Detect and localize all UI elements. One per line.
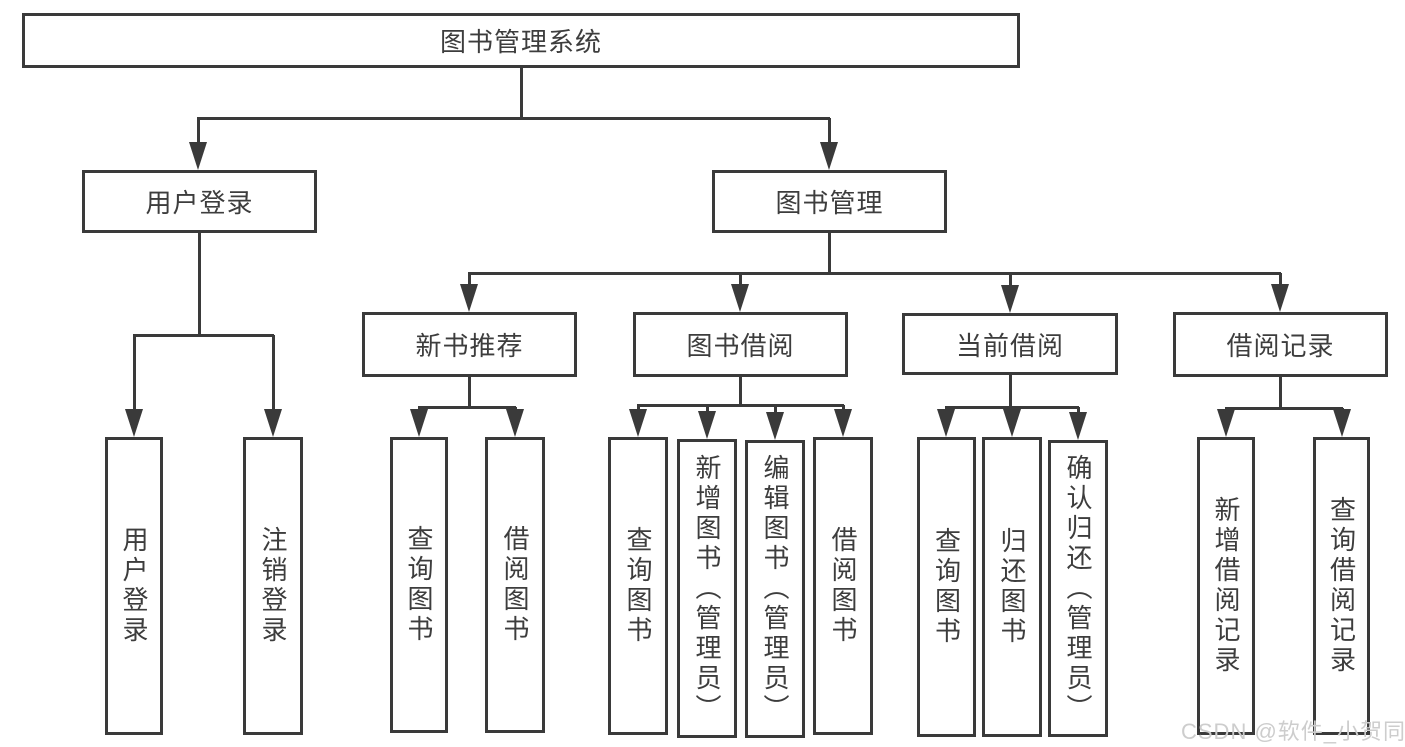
connector-arrow-shaft xyxy=(1279,273,1282,288)
arrowhead-down-icon xyxy=(189,142,207,170)
node-leaf-user-login: 用户登录 xyxy=(105,437,163,735)
node-leaf-query-books-3: 查询图书 xyxy=(917,437,976,737)
connector-arrow-shaft xyxy=(197,118,200,146)
node-leaf-add-book: 新增图书（管理员） xyxy=(677,439,737,738)
node-label: 新增图书（管理员） xyxy=(692,453,722,724)
node-label: 借阅图书 xyxy=(828,526,858,646)
arrowhead-down-icon xyxy=(1271,284,1289,312)
node-label: 查询图书 xyxy=(623,526,653,646)
arrowhead-down-icon xyxy=(834,409,852,437)
connector-hline xyxy=(468,272,1281,275)
arrowhead-down-icon xyxy=(766,412,784,440)
node-leaf-query-books-2: 查询图书 xyxy=(608,437,668,735)
arrowhead-down-icon xyxy=(506,409,524,437)
node-user-login: 用户登录 xyxy=(82,170,317,233)
node-leaf-edit-book: 编辑图书（管理员） xyxy=(745,440,805,738)
connector-arrow-shaft xyxy=(828,118,831,146)
node-new-book-recommend: 新书推荐 xyxy=(362,312,577,377)
connector-vline xyxy=(828,233,831,275)
node-label: 编辑图书（管理员） xyxy=(760,454,790,724)
watermark: CSDN @软件_小贺同学 xyxy=(1181,719,1405,744)
arrowhead-down-icon xyxy=(629,409,647,437)
node-label: 图书借阅 xyxy=(686,331,795,361)
arrowhead-down-icon xyxy=(1333,409,1351,437)
node-leaf-borrow-books-2: 借阅图书 xyxy=(813,437,873,735)
arrowhead-down-icon xyxy=(264,409,282,437)
node-book-management: 图书管理 xyxy=(712,170,947,233)
node-leaf-borrow-books-1: 借阅图书 xyxy=(485,437,545,733)
connector-hline xyxy=(418,406,516,409)
connector-vline xyxy=(198,233,201,337)
node-leaf-query-books-1: 查询图书 xyxy=(390,437,448,733)
node-label: 借阅记录 xyxy=(1226,331,1335,361)
node-current-borrowing: 当前借阅 xyxy=(902,313,1118,375)
arrowhead-down-icon xyxy=(820,142,838,170)
node-leaf-add-borrow-rec: 新增借阅记录 xyxy=(1197,437,1255,735)
connector-arrow-shaft xyxy=(1009,273,1012,289)
node-leaf-query-borrow-rec: 查询借阅记录 xyxy=(1313,437,1370,735)
node-label: 借阅图书 xyxy=(500,525,530,645)
connector-vline xyxy=(520,68,523,120)
node-label: 查询借阅记录 xyxy=(1326,496,1357,676)
node-leaf-confirm-return: 确认归还（管理员） xyxy=(1048,440,1108,737)
node-book-borrowing: 图书借阅 xyxy=(633,312,848,377)
node-label: 用户登录 xyxy=(119,526,149,646)
connector-arrow-shaft xyxy=(272,335,275,413)
node-system-root: 图书管理系统 xyxy=(22,13,1020,68)
arrowhead-down-icon xyxy=(1001,285,1019,313)
arrowhead-down-icon xyxy=(1003,409,1021,437)
connector-arrow-shaft xyxy=(468,273,471,288)
connector-arrow-shaft xyxy=(774,405,777,416)
node-label: 归还图书 xyxy=(997,527,1027,647)
arrowhead-down-icon xyxy=(460,284,478,312)
connector-arrow-shaft xyxy=(1077,407,1080,416)
node-leaf-logout: 注销登录 xyxy=(243,437,303,735)
node-label: 用户登录 xyxy=(145,188,254,218)
arrowhead-down-icon xyxy=(937,409,955,437)
connector-vline xyxy=(468,377,471,409)
arrowhead-down-icon xyxy=(1069,412,1087,440)
node-leaf-return-book: 归还图书 xyxy=(982,437,1042,737)
connector-vline xyxy=(739,377,742,407)
node-label: 注销登录 xyxy=(258,526,288,646)
arrowhead-down-icon xyxy=(125,409,143,437)
node-label: 查询图书 xyxy=(404,525,434,645)
node-label: 当前借阅 xyxy=(955,330,1064,361)
node-label: 图书管理系统 xyxy=(439,27,602,57)
node-label: 图书管理 xyxy=(775,188,884,218)
node-label: 新增借阅记录 xyxy=(1211,496,1241,676)
arrowhead-down-icon xyxy=(698,411,716,439)
connector-vline xyxy=(1009,375,1012,409)
arrowhead-down-icon xyxy=(1217,409,1235,437)
connector-hline xyxy=(637,404,844,407)
connector-vline xyxy=(1279,377,1282,410)
connector-hline xyxy=(197,117,830,120)
connector-arrow-shaft xyxy=(706,405,709,415)
connector-hline xyxy=(1225,407,1343,410)
node-label: 确认归还（管理员） xyxy=(1063,453,1093,724)
node-label: 新书推荐 xyxy=(415,331,524,361)
node-label: 查询图书 xyxy=(931,527,962,647)
connector-arrow-shaft xyxy=(739,273,742,288)
arrowhead-down-icon xyxy=(731,284,749,312)
connector-arrow-shaft xyxy=(133,335,136,413)
arrowhead-down-icon xyxy=(410,409,428,437)
node-borrowing-records: 借阅记录 xyxy=(1173,312,1388,377)
connector-hline xyxy=(133,334,274,337)
